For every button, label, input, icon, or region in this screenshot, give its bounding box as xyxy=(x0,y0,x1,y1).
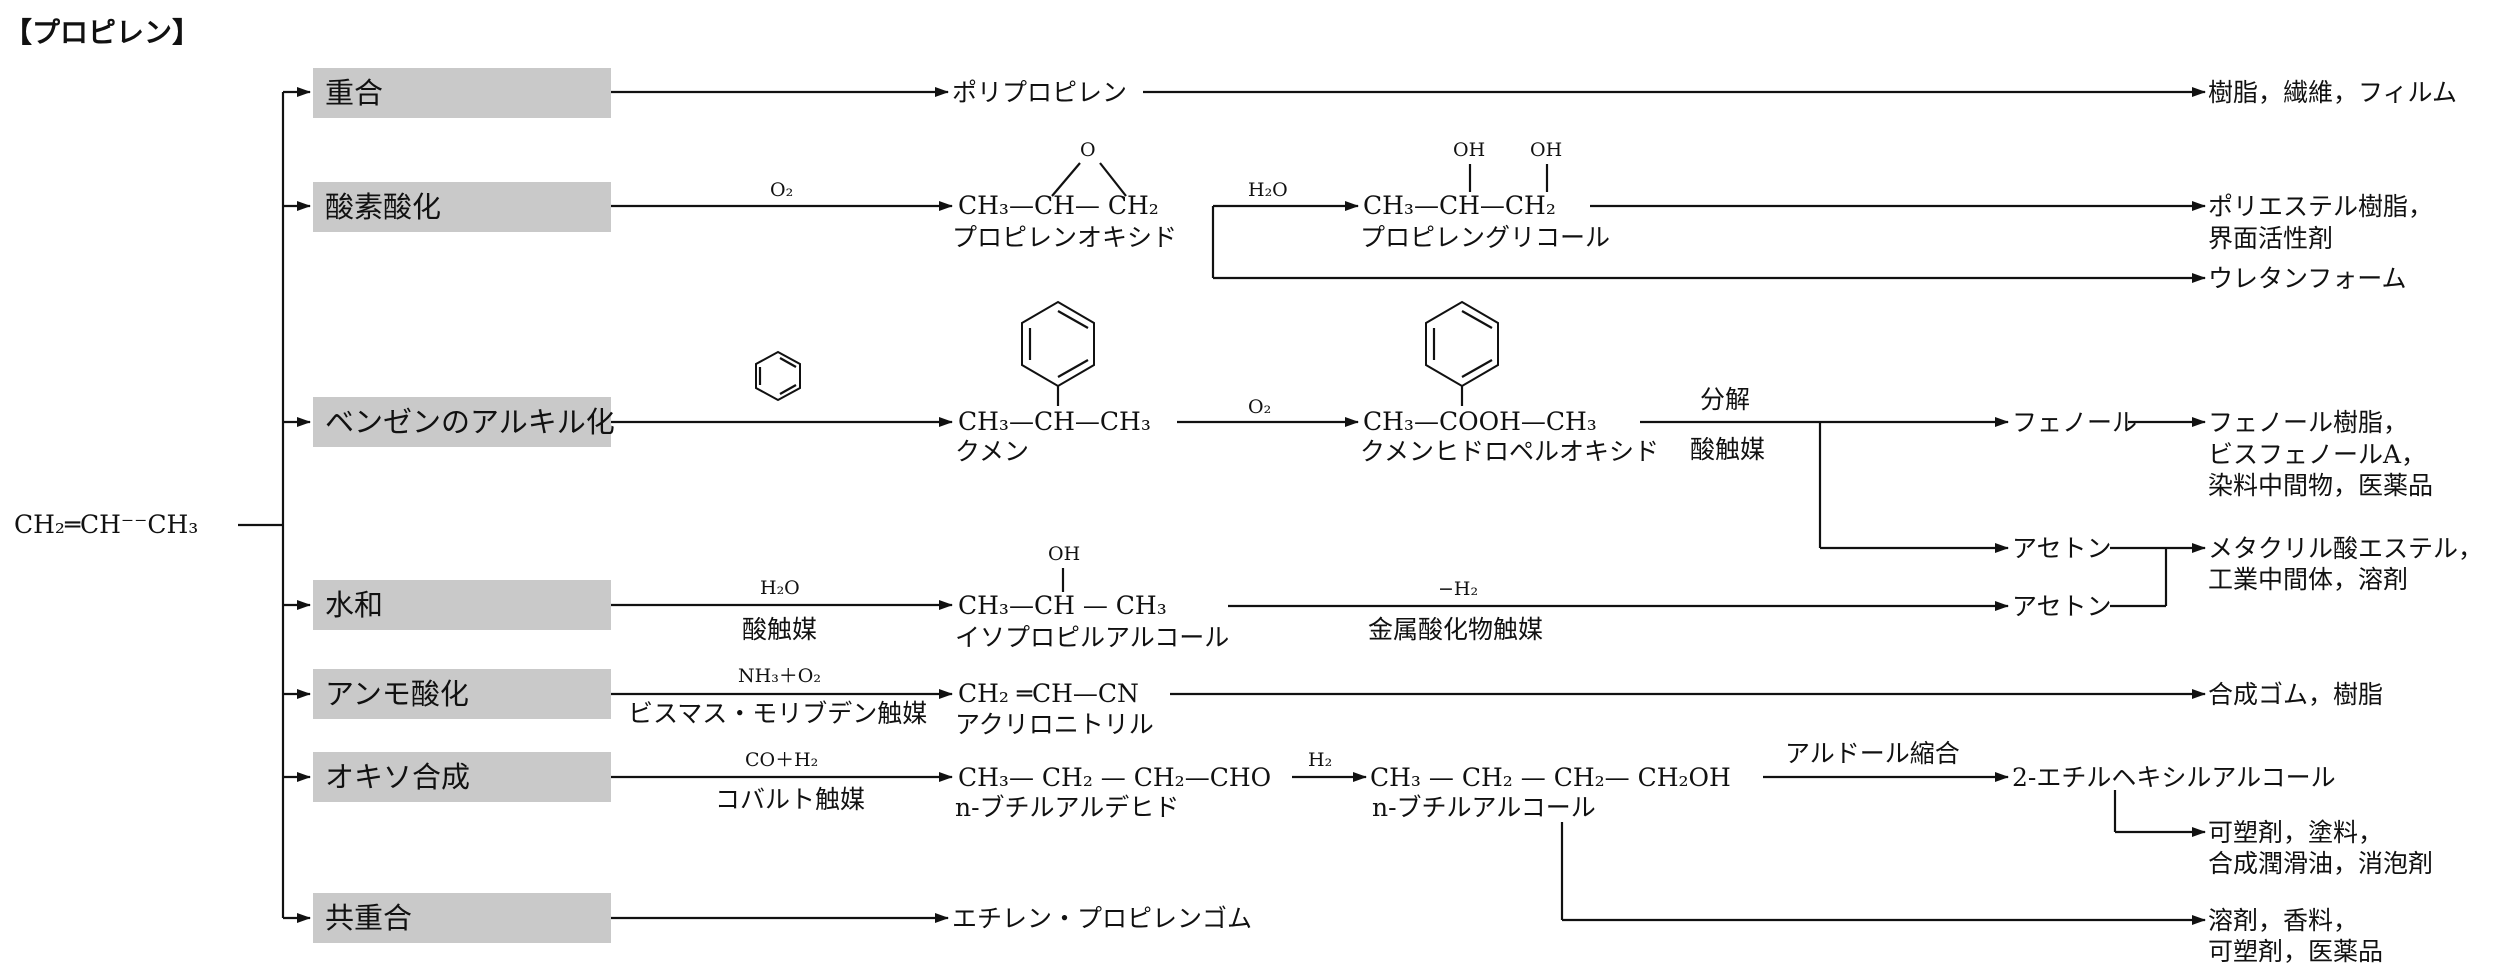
cumene-name: クメン xyxy=(955,437,1029,466)
isopropanol-name: イソプロピルアルコール xyxy=(955,623,1229,652)
use-surfactant: 界面活性剤 xyxy=(2208,224,2333,253)
isopropanol-formula: CH₃—CH — CH₃ xyxy=(958,591,1167,620)
propylene-glycol-name: プロピレングリコール xyxy=(1360,223,1610,252)
reaction-label-copolymerization: 共重合 xyxy=(325,901,412,935)
glycol-oh-2: OH xyxy=(1530,139,1562,161)
diagram-title: 【プロピレン】 xyxy=(4,16,200,49)
butanol-formula: CH₃ — CH₂ — CH₂— CH₂OH xyxy=(1370,763,1731,792)
use-rubber-resin: 合成ゴム，樹脂 xyxy=(2208,680,2383,709)
use-lubricant-antifoam: 合成潤滑油，消泡剤 xyxy=(2208,849,2433,878)
ethylhexanol-name: 2-エチルヘキシルアルコール xyxy=(2012,763,2336,792)
condition-cobalt-catalyst: コバルト触媒 xyxy=(715,785,865,814)
epoxide-bond-right xyxy=(1099,162,1127,197)
condition-decomposition: 分解 xyxy=(1700,385,1750,414)
reaction-box-oxo xyxy=(313,752,611,802)
reaction-box-alkylation xyxy=(313,397,611,447)
reaction-box-ammoxidation xyxy=(313,669,611,719)
use-methacrylate: メタクリル酸エステル， xyxy=(2208,534,2483,563)
use-plasticizer-medicine: 可塑剤，医薬品 xyxy=(2208,937,2383,966)
acetone-name-2: アセトン xyxy=(2012,592,2112,621)
hydroperoxide-phenyl-ring-icon xyxy=(1425,300,1499,388)
use-solvent-fragrance: 溶剤，香料， xyxy=(2208,906,2358,935)
isopropanol-oh: OH xyxy=(1048,543,1080,565)
propylene-oxide-epoxide-o: O xyxy=(1080,139,1096,161)
reaction-label-ammoxidation: アンモ酸化 xyxy=(325,677,469,711)
use-bisphenol-a: ビスフェノールA， xyxy=(2208,440,2426,469)
use-resin-fiber-film: 樹脂，繊維，フィルム xyxy=(2208,78,2457,107)
acrylonitrile-formula: CH₂ ═CH—CN xyxy=(958,679,1139,708)
condition-o2: O₂ xyxy=(770,179,793,201)
condition-metal-oxide-catalyst: 金属酸化物触媒 xyxy=(1368,615,1543,644)
condition-aldol: アルドール縮合 xyxy=(1785,739,1960,768)
condition-o2-cumene: O₂ xyxy=(1248,396,1271,418)
reaction-label-alkylation: ベンゼンのアルキル化 xyxy=(325,405,615,439)
use-industrial-intermediate: 工業中間体，溶剤 xyxy=(2208,565,2408,594)
cumene-phenyl-ring-icon xyxy=(1021,300,1095,388)
condition-minus-h2: −H₂ xyxy=(1438,578,1478,600)
butyraldehyde-name: n-ブチルアルデヒド xyxy=(955,793,1179,822)
condition-acid-catalyst: 酸触媒 xyxy=(1690,435,1765,464)
reaction-label-polymerization: 重合 xyxy=(325,76,383,110)
condition-co-h2: CO＋H₂ xyxy=(745,749,818,771)
condition-acid-catalyst-hydration: 酸触媒 xyxy=(742,615,817,644)
propylene-glycol-formula: CH₃—CH—CH₂ xyxy=(1363,191,1556,220)
reaction-box-oxidation xyxy=(313,182,611,232)
reaction-box-hydration xyxy=(313,580,611,630)
condition-bismuth-molybdenum: ビスマス・モリブデン触媒 xyxy=(628,699,927,728)
reaction-box-copolymerization xyxy=(313,893,611,943)
reaction-box-polymerization xyxy=(313,68,611,118)
glycol-oh-1: OH xyxy=(1453,139,1485,161)
butyraldehyde-formula: CH₃— CH₂ — CH₂—CHO xyxy=(958,763,1271,792)
propylene-oxide-formula: CH₃—CH— CH₂ xyxy=(958,191,1159,220)
propylene-formula: CH₂═CH⁻⁻CH₃ xyxy=(14,510,198,539)
condition-h2: H₂ xyxy=(1308,749,1332,771)
reaction-label-hydration: 水和 xyxy=(325,588,383,622)
polypropylene-name: ポリプロピレン xyxy=(952,78,1127,107)
epoxide-bond-left xyxy=(1051,162,1081,197)
reaction-label-oxo: オキソ合成 xyxy=(325,760,470,794)
butanol-name: n-ブチルアルコール xyxy=(1372,793,1596,822)
propylene-oxide-name: プロピレンオキシド xyxy=(952,223,1177,252)
cumene-formula: CH₃—CH—CH₃ xyxy=(958,407,1151,436)
ep-rubber-name: エチレン・プロピレンゴム xyxy=(952,904,1252,933)
cumene-hydroperoxide-name: クメンヒドロペルオキシド xyxy=(1360,437,1659,466)
reaction-label-oxidation: 酸素酸化 xyxy=(325,190,441,224)
condition-h2o-hydration: H₂O xyxy=(760,577,800,599)
condition-nh3-o2: NH₃＋O₂ xyxy=(738,665,821,687)
acrylonitrile-name: アクリロニトリル xyxy=(955,710,1154,739)
use-phenol-resin: フェノール樹脂， xyxy=(2208,408,2408,437)
acetone-name-1: アセトン xyxy=(2012,534,2112,563)
condition-h2o: H₂O xyxy=(1248,179,1288,201)
benzene-ring-icon xyxy=(755,350,801,402)
use-plasticizer-paint: 可塑剤，塗料， xyxy=(2208,818,2383,847)
use-dye-intermediate: 染料中間物，医薬品 xyxy=(2208,471,2433,500)
use-urethane-foam: ウレタンフォーム xyxy=(2208,264,2407,293)
cumene-hydroperoxide-formula: CH₃—COOH—CH₃ xyxy=(1363,407,1597,436)
phenol-name: フェノール xyxy=(2012,408,2137,437)
use-polyester-resin: ポリエステル樹脂， xyxy=(2208,192,2433,221)
